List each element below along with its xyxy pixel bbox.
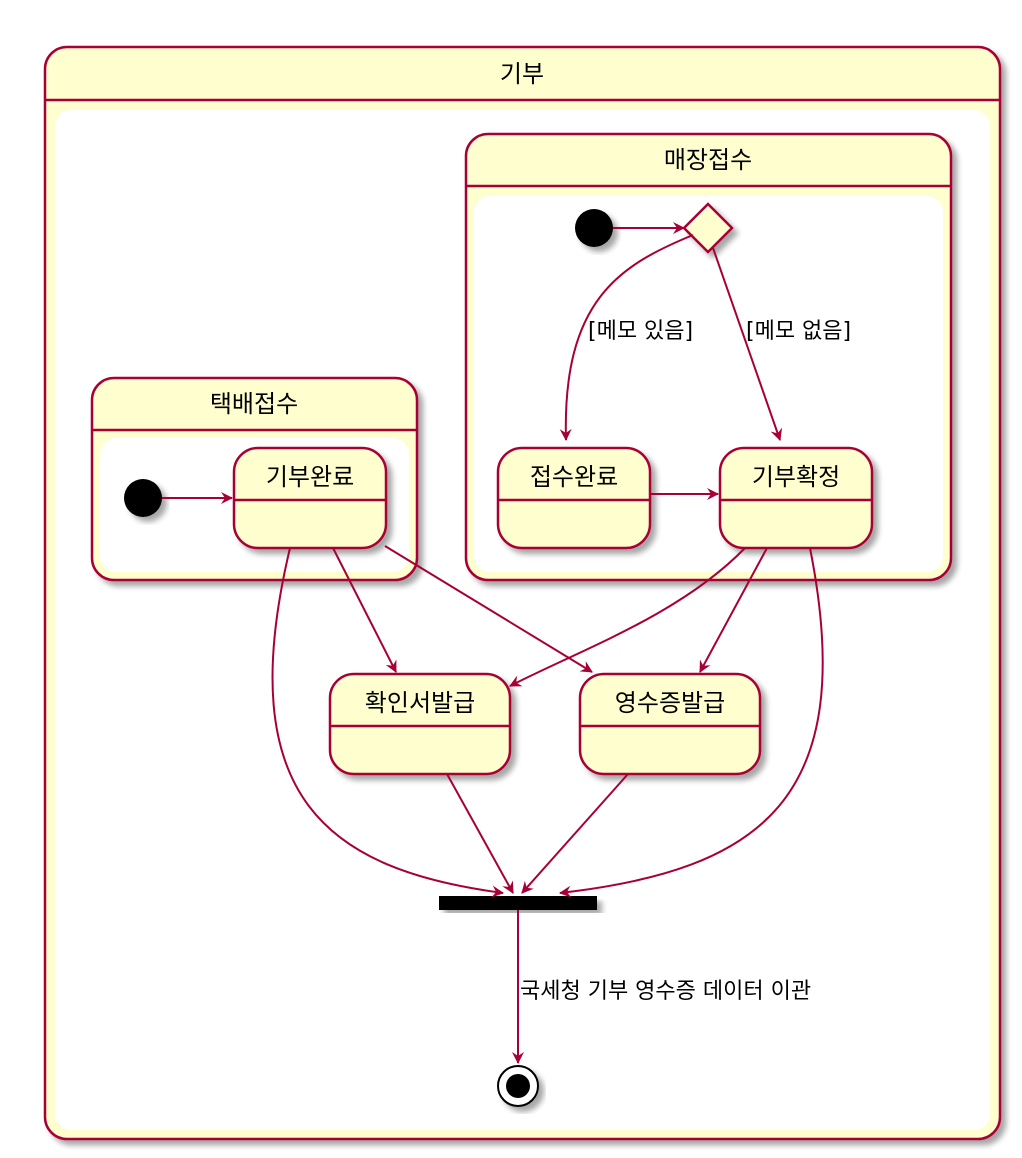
edge-certificate-to-join: [446, 773, 514, 894]
state-received-done: 접수완료: [496, 446, 652, 550]
start-node-store: [575, 209, 613, 247]
edge-label-memo-no: [메모 없음]: [746, 319, 851, 344]
composite-delivery-title: 택배접수: [210, 390, 298, 418]
state-certificate-label: 확인서발급: [365, 689, 475, 717]
state-received-done-label: 접수완료: [530, 463, 618, 491]
edge-confirmed-to-join: [559, 547, 824, 898]
edge-done-to-receipt: [384, 545, 593, 673]
state-delivery-done-label: 기부완료: [266, 463, 354, 491]
state-certificate: 확인서발급: [328, 672, 512, 776]
state-confirmed-label: 기부확정: [752, 463, 840, 491]
state-confirmed: 기부확정: [718, 446, 874, 550]
edge-done-to-join: [271, 547, 504, 898]
end-node: [497, 1065, 539, 1107]
state-receipt-label: 영수증발급: [615, 689, 725, 717]
edge-label-memo-yes: [메모 있음]: [588, 319, 693, 344]
state-receipt: 영수증발급: [578, 672, 762, 776]
edge-receipt-to-join: [521, 773, 629, 894]
edge-choice-memo-yes: [559, 234, 694, 441]
edge-done-to-certificate: [332, 547, 397, 673]
memo-choice-diamond: [682, 202, 734, 254]
state-delivery-done: 기부완료: [232, 446, 388, 550]
edge-choice-memo-no: [712, 247, 783, 441]
edge-label-transfer: 국세청 기부 영수증 데이터 이관: [520, 979, 811, 1004]
outer-state-title: 기부: [500, 60, 544, 88]
edge-confirmed-to-certificate: [509, 547, 746, 687]
start-node-delivery: [124, 479, 162, 517]
composite-store-title: 매장접수: [664, 146, 752, 174]
join-bar: [439, 896, 597, 910]
edge-confirmed-to-receipt: [699, 547, 768, 673]
